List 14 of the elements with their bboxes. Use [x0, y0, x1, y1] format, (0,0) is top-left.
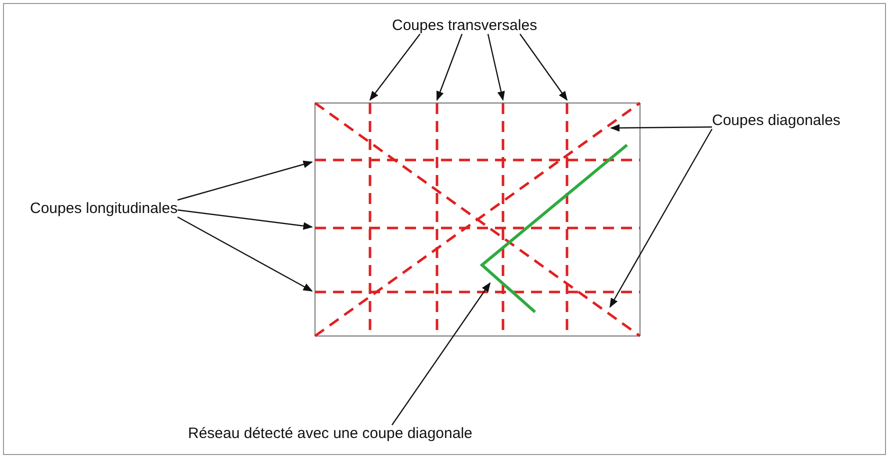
- leader-line: [609, 128, 713, 308]
- leader-line: [369, 34, 420, 101]
- leader-line: [436, 34, 463, 101]
- leader-line: [177, 216, 313, 292]
- leader-line: [392, 282, 491, 426]
- leader-line: [487, 34, 505, 101]
- leader-line: [177, 160, 313, 201]
- callout-label: Coupes longitudinales: [30, 200, 178, 217]
- leader-line: [178, 209, 313, 230]
- leader-line: [520, 34, 568, 101]
- callout-label: Coupes transversales: [392, 17, 538, 34]
- leader-line: [610, 124, 712, 132]
- callout-label: Réseau détecté avec une coupe diagonale: [188, 425, 472, 442]
- callout-label: Coupes diagonales: [712, 112, 840, 129]
